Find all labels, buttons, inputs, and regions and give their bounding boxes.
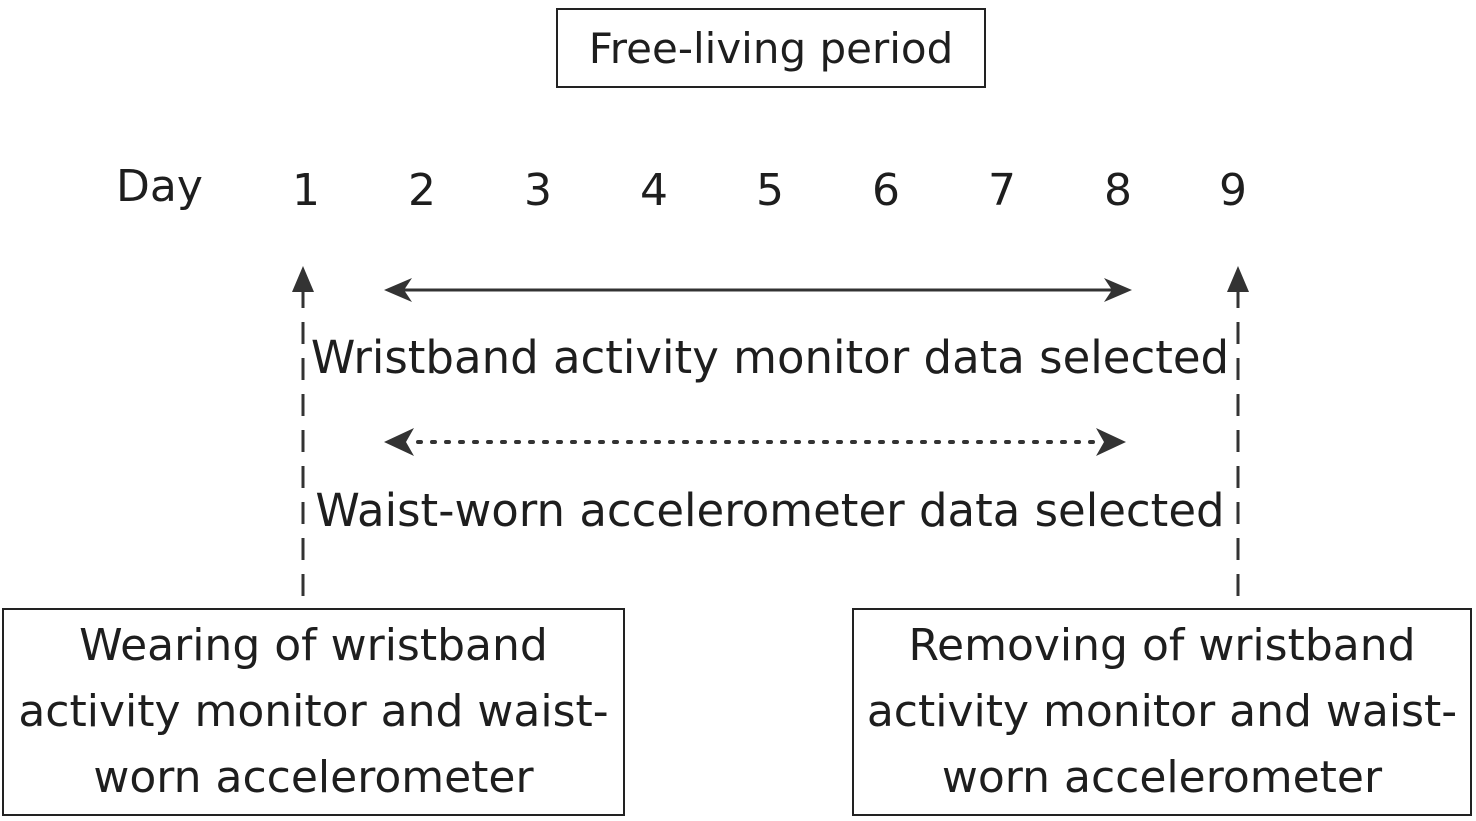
wristband-range-left-head (384, 278, 412, 302)
day-number-4: 4 (640, 165, 668, 216)
start-event-line: worn accelerometer (93, 752, 534, 803)
day-number-7: 7 (988, 165, 1016, 216)
day-number-2: 2 (408, 165, 436, 216)
day-number-1: 1 (292, 165, 320, 216)
wristband-range-right-head (1104, 278, 1132, 302)
end-event-line: worn accelerometer (941, 752, 1383, 803)
day-axis-label: Day (116, 161, 203, 212)
start-arrowhead (292, 266, 314, 292)
day-number-8: 8 (1104, 165, 1132, 216)
diagram-title-box: Free-living period (556, 8, 986, 88)
start-event-line: activity monitor and waist- (18, 686, 609, 737)
day-number-6: 6 (872, 165, 900, 216)
day-number-9: 9 (1219, 165, 1247, 216)
waist-data-caption: Waist-worn accelerometer data selected (315, 484, 1225, 537)
diagram-title: Free-living period (588, 23, 954, 73)
day-number-5: 5 (756, 165, 784, 216)
waist-range-left-head (384, 428, 414, 456)
waist-range-right-head (1096, 428, 1126, 456)
end-event-line: Removing of wristband (908, 620, 1416, 671)
end-arrowhead (1227, 266, 1249, 292)
end-event-box: Removing of wristband activity monitor a… (852, 608, 1472, 816)
wristband-data-caption: Wristband activity monitor data selected (310, 331, 1230, 384)
start-event-box: Wearing of wristband activity monitor an… (2, 608, 625, 816)
end-event-line: activity monitor and waist- (866, 686, 1458, 737)
start-event-line: Wearing of wristband (79, 620, 548, 671)
day-number-3: 3 (524, 165, 552, 216)
